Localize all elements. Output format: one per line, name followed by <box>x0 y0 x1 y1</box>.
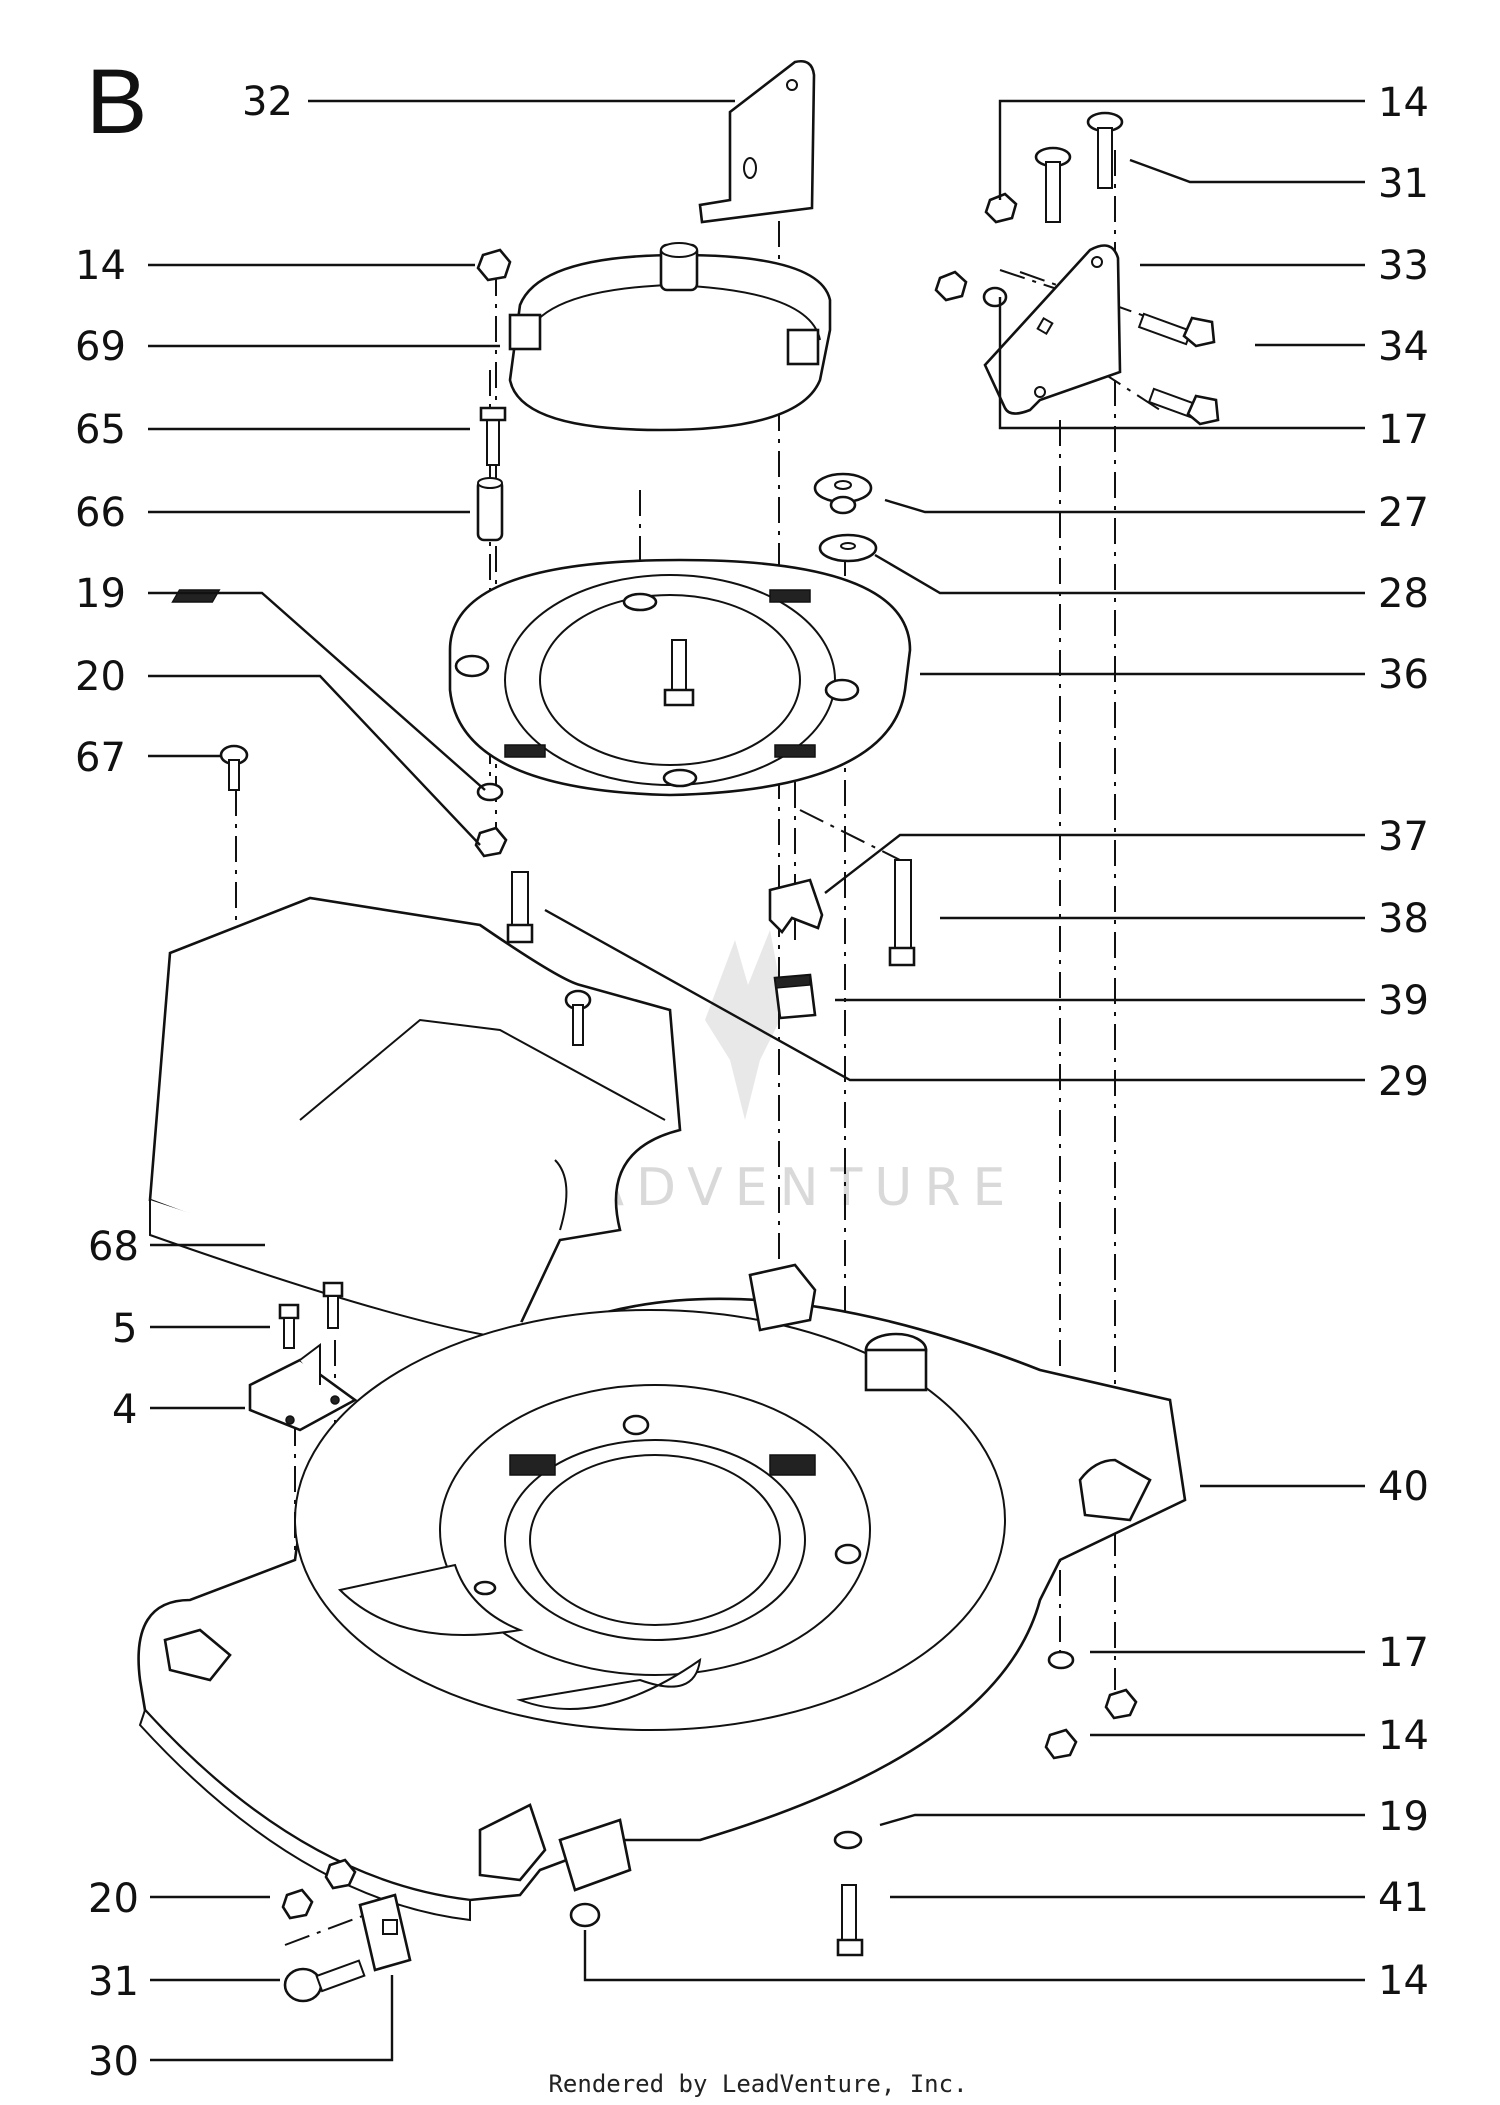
callout-36: 36 <box>1378 652 1429 698</box>
part-40-deck <box>137 1263 1187 1922</box>
callout-65: 65 <box>75 407 126 453</box>
callout-38: 38 <box>1378 896 1429 942</box>
callout-33: 33 <box>1378 243 1429 289</box>
part-19-20-left <box>474 782 508 858</box>
leader-lines <box>148 99 1365 2062</box>
callout-39: 39 <box>1378 978 1429 1024</box>
part-20-30-31-bottom-left <box>281 1858 601 2003</box>
callout-17-top: 17 <box>1378 407 1429 453</box>
part-5-bolts <box>278 1281 344 1349</box>
hardware-top-left <box>476 248 512 542</box>
section-letter: B <box>86 51 147 153</box>
part-33-angle-bracket <box>934 244 1122 415</box>
callout-68: 68 <box>88 1224 139 1270</box>
callout-34: 34 <box>1378 324 1429 370</box>
callout-19-left: 19 <box>75 571 126 617</box>
part-19-41-bottom <box>833 1830 864 1957</box>
callout-14-top: 14 <box>1378 80 1429 126</box>
footer-credit: Rendered by LeadVenture, Inc. <box>548 2070 967 2098</box>
callout-19-right: 19 <box>1378 1794 1429 1840</box>
callout-20-bottom: 20 <box>88 1876 139 1922</box>
callout-14-bottom: 14 <box>1378 1958 1429 2004</box>
part-17-14-bottom-right <box>1044 1650 1138 1760</box>
part-37-clip <box>768 878 824 935</box>
part-39-block <box>773 973 817 1020</box>
part-31-carriage-bolts-top <box>984 111 1124 224</box>
callout-5: 5 <box>112 1306 137 1352</box>
callout-14-left: 14 <box>75 243 126 289</box>
callout-17-bottom: 17 <box>1378 1630 1429 1676</box>
part-38-bolt <box>888 859 916 967</box>
part-34-hex-bolts <box>1137 312 1220 426</box>
callout-labels: 32 14 31 33 34 14 69 65 17 66 27 19 28 2… <box>75 79 1429 2085</box>
callout-27: 27 <box>1378 490 1429 536</box>
part-27-28-washers <box>813 472 878 563</box>
part-4-plate <box>248 1343 358 1432</box>
callout-66: 66 <box>75 490 126 536</box>
callout-41: 41 <box>1378 1875 1429 1921</box>
callout-29: 29 <box>1378 1059 1429 1105</box>
callout-40: 40 <box>1378 1464 1429 1510</box>
part-68-rear-cover <box>148 896 682 1342</box>
callout-32: 32 <box>242 79 293 125</box>
part-69-ring <box>508 242 832 432</box>
part-29-bolt <box>506 871 534 944</box>
callout-30: 30 <box>88 2039 139 2085</box>
callout-14-mid: 14 <box>1378 1713 1429 1759</box>
callout-31-top: 31 <box>1378 161 1429 207</box>
part-32-bracket <box>698 60 816 224</box>
part-67-screw <box>219 744 249 791</box>
callout-31-bottom: 31 <box>88 1959 139 2005</box>
callout-4: 4 <box>112 1387 137 1433</box>
callout-69: 69 <box>75 324 126 370</box>
callout-20-left: 20 <box>75 654 126 700</box>
callout-37: 37 <box>1378 814 1429 860</box>
part-36-mounting-plate <box>171 558 912 797</box>
callout-28: 28 <box>1378 571 1429 617</box>
callout-67: 67 <box>75 735 126 781</box>
